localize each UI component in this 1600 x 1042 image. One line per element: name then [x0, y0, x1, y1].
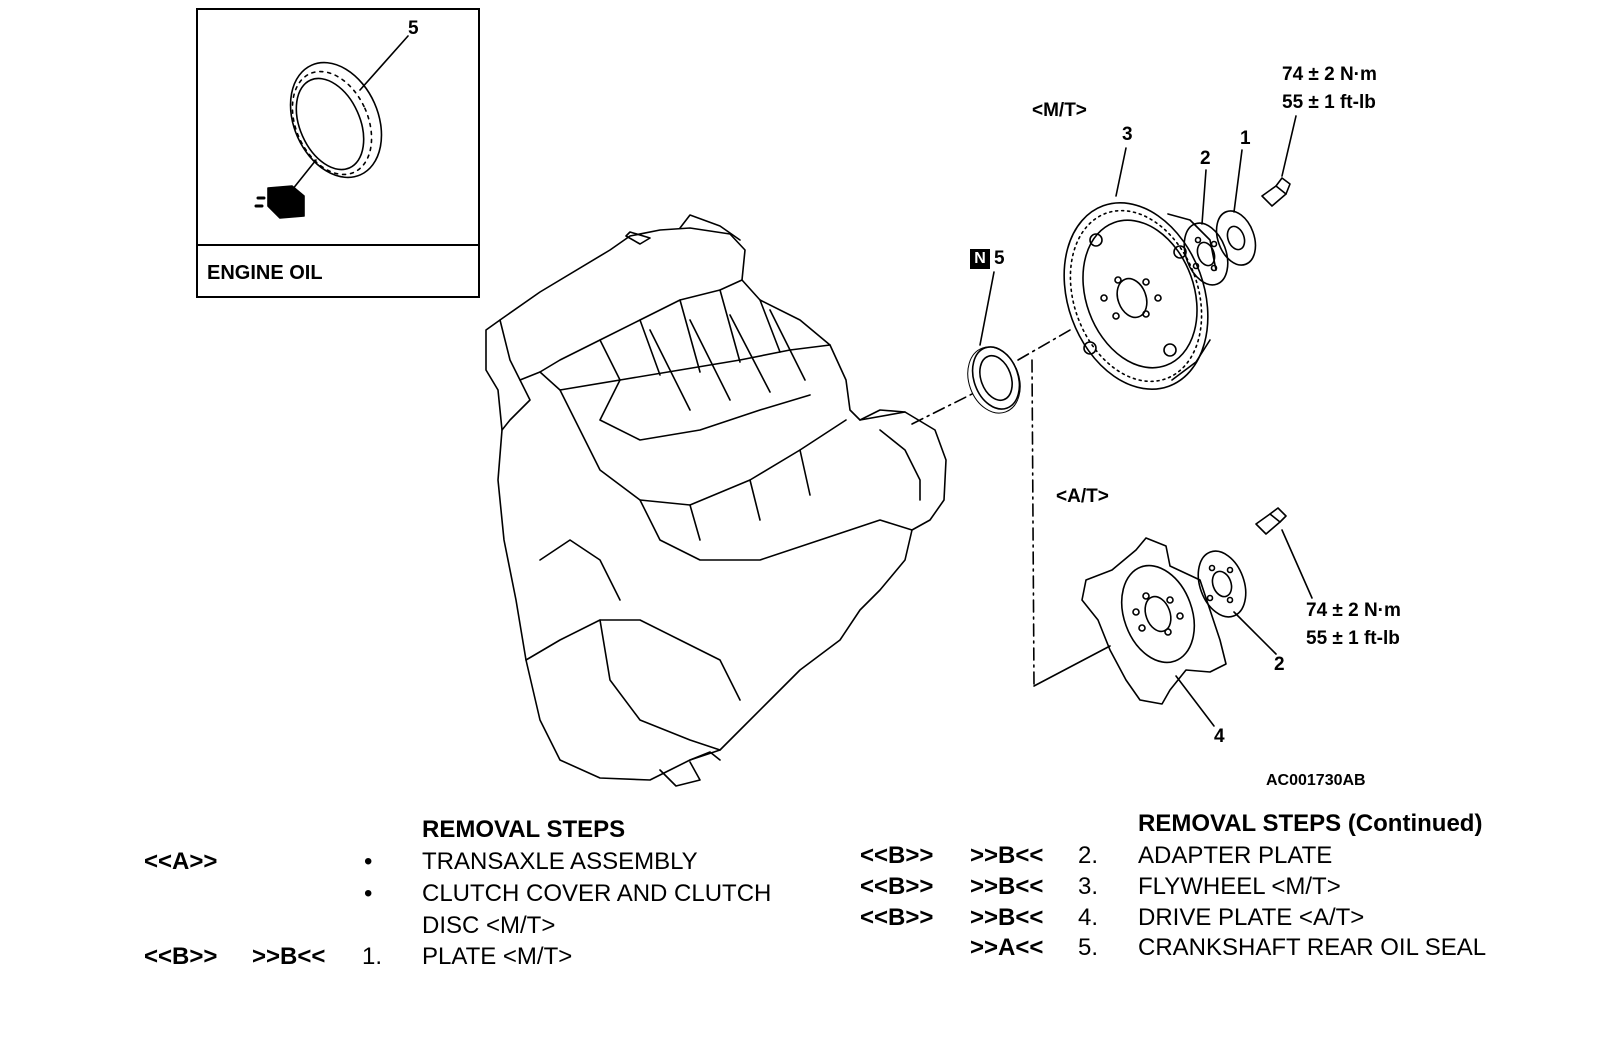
callout-3: 3	[1122, 124, 1133, 145]
step-ref-b-install: >>B<<	[970, 904, 1044, 931]
step-text: TRANSAXLE ASSEMBLY	[422, 848, 698, 875]
inset-callout-5: 5	[408, 18, 419, 39]
flywheel-mt	[1063, 147, 1217, 390]
torque-upper-ftlb: 55 ± 1 ft-lb	[1282, 92, 1376, 113]
step-bullet: •	[364, 880, 373, 907]
inset-box: ENGINE OIL	[196, 8, 480, 298]
callout-4: 4	[1214, 726, 1225, 747]
step-text: DRIVE PLATE <A/T>	[1138, 904, 1365, 931]
removal-heading-continued: REMOVAL STEPS (Continued)	[1138, 810, 1483, 837]
drive-plate-at	[1081, 537, 1227, 727]
step-text: ADAPTER PLATE	[1138, 842, 1333, 869]
adapter-plate-at	[1197, 550, 1277, 655]
torque-lower-nm: 74 ± 2 N·m	[1306, 600, 1401, 621]
step-ref-a: <<A>>	[144, 848, 218, 875]
step-text: CRANKSHAFT REAR OIL SEAL	[1138, 934, 1487, 961]
engine-outline	[485, 214, 947, 787]
step-ref-a-install: >>A<<	[970, 934, 1044, 961]
at-label: <A/T>	[1056, 486, 1109, 507]
step-ref-b: <<B>>	[860, 842, 934, 869]
crankshaft-rear-oil-seal	[967, 271, 1021, 414]
step-text: FLYWHEEL <M/T>	[1138, 873, 1341, 900]
step-number: 4.	[1078, 904, 1099, 931]
step-ref-b-install: >>B<<	[252, 943, 326, 970]
torque-upper-nm: 74 ± 2 N·m	[1282, 64, 1377, 85]
step-number: 1.	[362, 943, 383, 970]
removal-heading: REMOVAL STEPS	[422, 816, 626, 843]
bolt-at	[1255, 507, 1313, 599]
inset-oil-seal-drawing	[254, 35, 409, 219]
inset-caption: ENGINE OIL	[207, 262, 323, 284]
callout-1: 1	[1240, 128, 1251, 149]
callout-2-at: 2	[1274, 654, 1285, 675]
step-number: 3.	[1078, 873, 1099, 900]
new-part-badge: N	[970, 249, 990, 269]
step-ref-b: <<B>>	[860, 873, 934, 900]
bolt-mt	[1261, 115, 1297, 207]
step-ref-b: <<B>>	[144, 943, 218, 970]
alignment-line	[911, 329, 1071, 687]
inset-divider	[198, 244, 478, 246]
step-number: 2.	[1078, 842, 1099, 869]
step-text: CLUTCH COVER AND CLUTCH	[422, 880, 772, 907]
adapter-plate-mt	[1183, 169, 1229, 286]
plate-mt	[1215, 149, 1257, 266]
step-number: 5.	[1078, 934, 1099, 961]
mt-label: <M/T>	[1032, 100, 1087, 121]
step-ref-b-install: >>B<<	[970, 842, 1044, 869]
callout-2-mt: 2	[1200, 148, 1211, 169]
step-text-continued: DISC <M/T>	[422, 912, 556, 939]
step-bullet: •	[364, 848, 373, 875]
figure-code: AC001730AB	[1266, 772, 1366, 789]
step-text: PLATE <M/T>	[422, 943, 573, 970]
step-ref-b: <<B>>	[860, 904, 934, 931]
step-ref-b-install: >>B<<	[970, 873, 1044, 900]
callout-5: 5	[994, 248, 1005, 269]
torque-lower-ftlb: 55 ± 1 ft-lb	[1306, 628, 1400, 649]
